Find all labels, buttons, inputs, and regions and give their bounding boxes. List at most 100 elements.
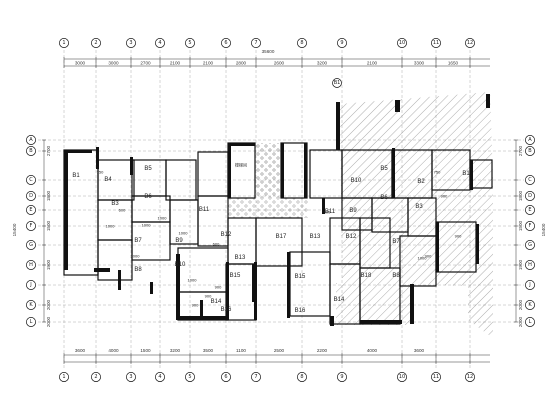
slab-label: B17 (276, 234, 287, 240)
top-axis-bubble (126, 38, 136, 48)
bottom-axis-bubble (297, 372, 307, 382)
top-axis-bubble (221, 38, 231, 48)
slab-label: B12 (221, 232, 232, 238)
shear-wall (392, 148, 395, 198)
slab-label: B12 (346, 234, 357, 240)
slab-label: B7 (134, 238, 142, 244)
bottom-dimension-label: 1500 (140, 348, 151, 353)
top-axis-bubble (155, 38, 165, 48)
bottom-axis-label: 2 (94, 374, 97, 380)
bottom-axis-bubble (431, 372, 441, 382)
right-axis-label: C (528, 177, 532, 183)
bottom-dimension-label: 2200 (317, 348, 328, 353)
shear-wall (176, 254, 180, 320)
wall-bay (309, 149, 343, 199)
opening-size-label: 900 (192, 303, 199, 308)
shear-wall (150, 282, 153, 294)
shear-wall (330, 316, 334, 326)
slab-label: B14 (211, 299, 222, 305)
slab-label: B4 (104, 177, 112, 183)
right-dimension-label: 1800 (518, 190, 523, 201)
right-axis-label: E (528, 207, 531, 213)
shear-wall (64, 150, 68, 270)
slab-label: B11 (199, 207, 210, 213)
wall-bay (97, 239, 133, 281)
slab-label: B1 (72, 173, 80, 179)
wall-bay (63, 149, 99, 276)
top-axis-bubble (185, 38, 195, 48)
top-dimension-label: 2800 (236, 61, 247, 66)
left-axis-bubble (26, 135, 36, 145)
left-dimension-label: 2700 (46, 145, 51, 156)
left-axis-label: H (29, 262, 33, 268)
top-dimension-label: 3000 (108, 61, 119, 66)
opening-size-label: 900 (441, 194, 448, 199)
right-axis-bubble (525, 175, 535, 185)
right-axis-bubble (525, 135, 535, 145)
bottom-dimension-label: 4000 (367, 348, 378, 353)
top-axis-label: 8 (300, 40, 303, 46)
slab-label: B8 (392, 273, 400, 279)
right-axis-label: L (529, 319, 532, 325)
bottom-dimension-label: 3600 (75, 348, 86, 353)
slab-label: B3 (111, 201, 119, 207)
right-axis-bubble (525, 260, 535, 270)
slab-label: B5 (144, 166, 152, 172)
bottom-axis-bubble (251, 372, 261, 382)
right-axis-bubble (525, 300, 535, 310)
shear-wall (252, 264, 256, 302)
opening-size-label: 1000 (131, 254, 141, 259)
opening-size-label: 750 (434, 170, 441, 175)
wall-bay (197, 151, 229, 197)
top-axis-bubble (431, 38, 441, 48)
bottom-axis-label: 6 (224, 374, 227, 380)
bottom-axis-bubble (126, 372, 136, 382)
bottom-axis-label: 10 (399, 374, 405, 380)
bottom-axis-bubble (397, 372, 407, 382)
left-dimension-label: 1800 (46, 190, 51, 201)
left-axis-bubble (26, 317, 36, 327)
top-axis-bubble (337, 38, 347, 48)
slab-label: B15 (295, 274, 306, 280)
left-axis-bubble (26, 191, 36, 201)
bottom-dimension-label: 3600 (414, 348, 425, 353)
opening-size-label: 600 (119, 208, 126, 213)
slab-label: B16 (295, 308, 306, 314)
slab-label: B5 (380, 166, 388, 172)
shear-wall (322, 198, 325, 214)
top-dimension-label: 2100 (203, 61, 214, 66)
bottom-dimension-label: 1100 (236, 348, 246, 353)
right-dimension-label: 2000 (518, 316, 523, 327)
right-axis-bubble (525, 221, 535, 231)
left-dimension-label: 1900 (46, 259, 51, 270)
slab-label: B16 (221, 307, 232, 313)
top-axis-label: 12 (467, 40, 473, 46)
bottom-dimension-label: 4000 (108, 348, 119, 353)
right-axis-label: J (528, 282, 530, 288)
slab-label: B1 (462, 171, 470, 177)
bottom-dimension-label: 2500 (274, 348, 285, 353)
slab-label: B9 (175, 238, 183, 244)
top-axis-label: 3 (129, 40, 132, 46)
top-axis-label: 9 (340, 40, 343, 46)
top-dimension-label: 3200 (317, 61, 328, 66)
overall-left-dimension: 15400 (12, 223, 17, 236)
left-axis-label: B (29, 148, 33, 154)
top-dimension-label: 3000 (75, 61, 86, 66)
shear-wall (360, 320, 402, 324)
slab-label: B13 (235, 255, 246, 261)
bottom-axis-label: 4 (158, 374, 161, 380)
shear-wall (436, 222, 439, 272)
shear-wall (410, 284, 414, 324)
left-axis-bubble (26, 221, 36, 231)
top-axis-bubble (465, 38, 475, 48)
right-axis-bubble (525, 240, 535, 250)
left-axis-label: A (29, 137, 33, 143)
hatched-slab-region (336, 92, 493, 338)
left-axis-label: L (30, 319, 33, 325)
opening-size-label: 1000 (106, 224, 116, 229)
slab-label: B3 (415, 204, 423, 210)
top-axis-bubble (397, 38, 407, 48)
